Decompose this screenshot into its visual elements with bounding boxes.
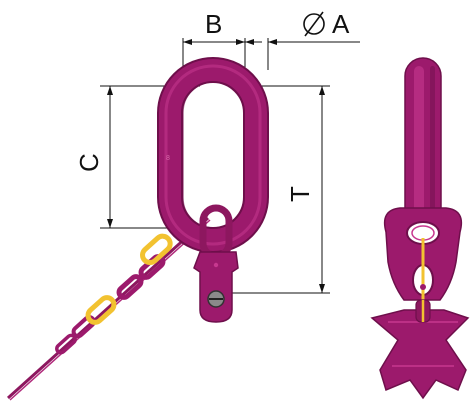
connector <box>193 204 239 323</box>
side-view <box>370 57 470 400</box>
master-link: 8 <box>157 57 269 253</box>
gold-chain-link <box>85 295 117 325</box>
dimension-arrowheads <box>107 39 325 293</box>
dimension-t-label: T <box>285 186 315 202</box>
dimension-b-label: B <box>205 9 222 39</box>
dimension-a-label: A <box>332 9 350 39</box>
gold-chain-link <box>140 233 173 266</box>
chain <box>6 216 211 401</box>
svg-text:8: 8 <box>166 155 170 162</box>
dimension-c-label: C <box>74 153 104 172</box>
front-view: 8 <box>6 57 269 401</box>
diameter-icon <box>303 11 325 37</box>
